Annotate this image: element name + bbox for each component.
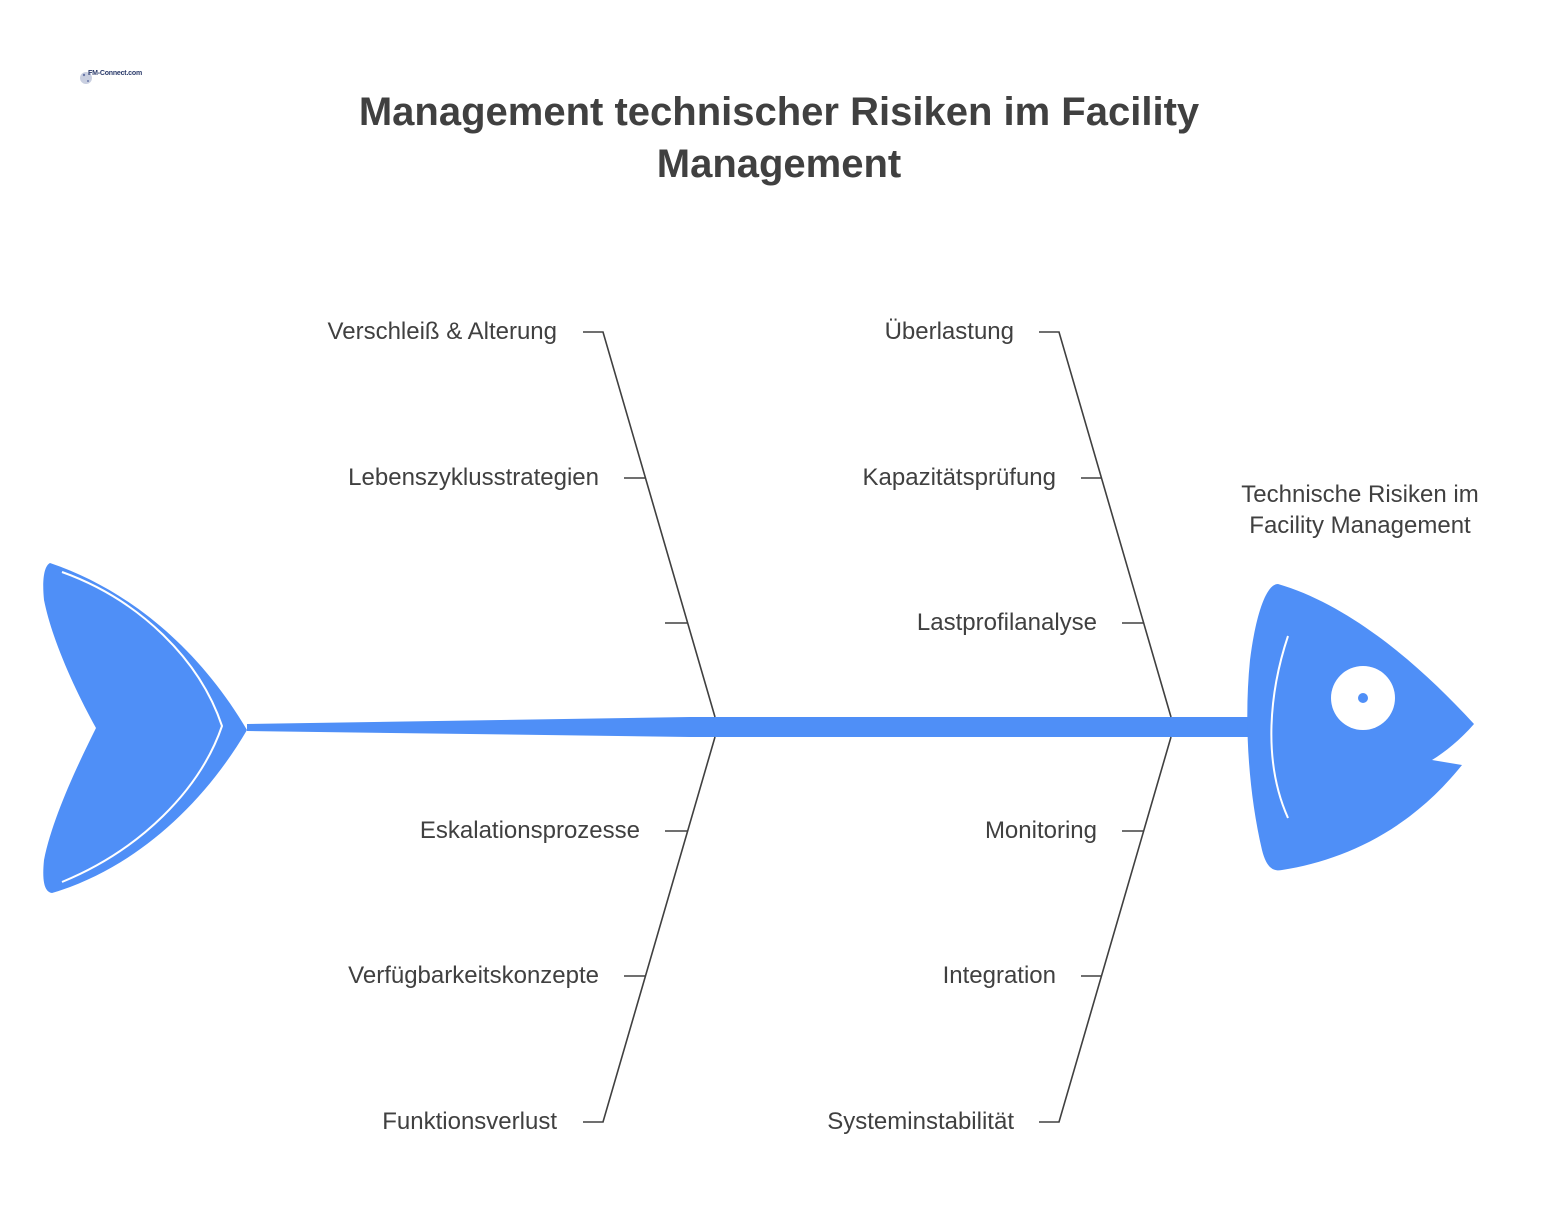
fish-tail-highlight [61,571,224,883]
cause-label-lower-right-3: Systeminstabilität [827,1108,1014,1135]
cause-label-upper-left-1: Verschleiß & Alterung [327,318,557,345]
bone-upper-left [583,331,716,718]
fish-tail [43,563,247,893]
cause-label-lower-right-2: Integration [942,962,1056,989]
fish-head-gill [1270,635,1289,819]
bone-lower-right [1039,736,1172,1123]
cause-label-upper-right-2: Kapazitätsprüfung [862,464,1056,491]
fish-pupil [1358,693,1368,703]
bone-upper-right [1039,331,1172,718]
cause-label-upper-right-1: Überlastung [884,318,1014,345]
cause-label-upper-left-2: Lebenszyklusstrategien [348,464,599,491]
cause-label-upper-right-3: Lastprofilanalyse [916,609,1097,636]
diagram-title: Management technischer Risiken im Facili… [358,90,1200,186]
bone-lower-left [583,736,716,1123]
fish-spine [247,717,1250,737]
cause-label-lower-left-3: Funktionsverlust [382,1108,557,1135]
logo-text: FM-Connect.com [88,70,142,77]
cause-label-lower-left-1: Eskalationsprozesse [419,817,640,844]
cause-label-lower-right-1: Monitoring [984,817,1097,844]
cause-label-lower-left-2: Verfügbarkeitskonzepte [348,962,599,989]
effect-label: Technische Risiken im Facility Managemen… [1241,481,1479,539]
fm-connect-logo-icon [80,72,92,84]
